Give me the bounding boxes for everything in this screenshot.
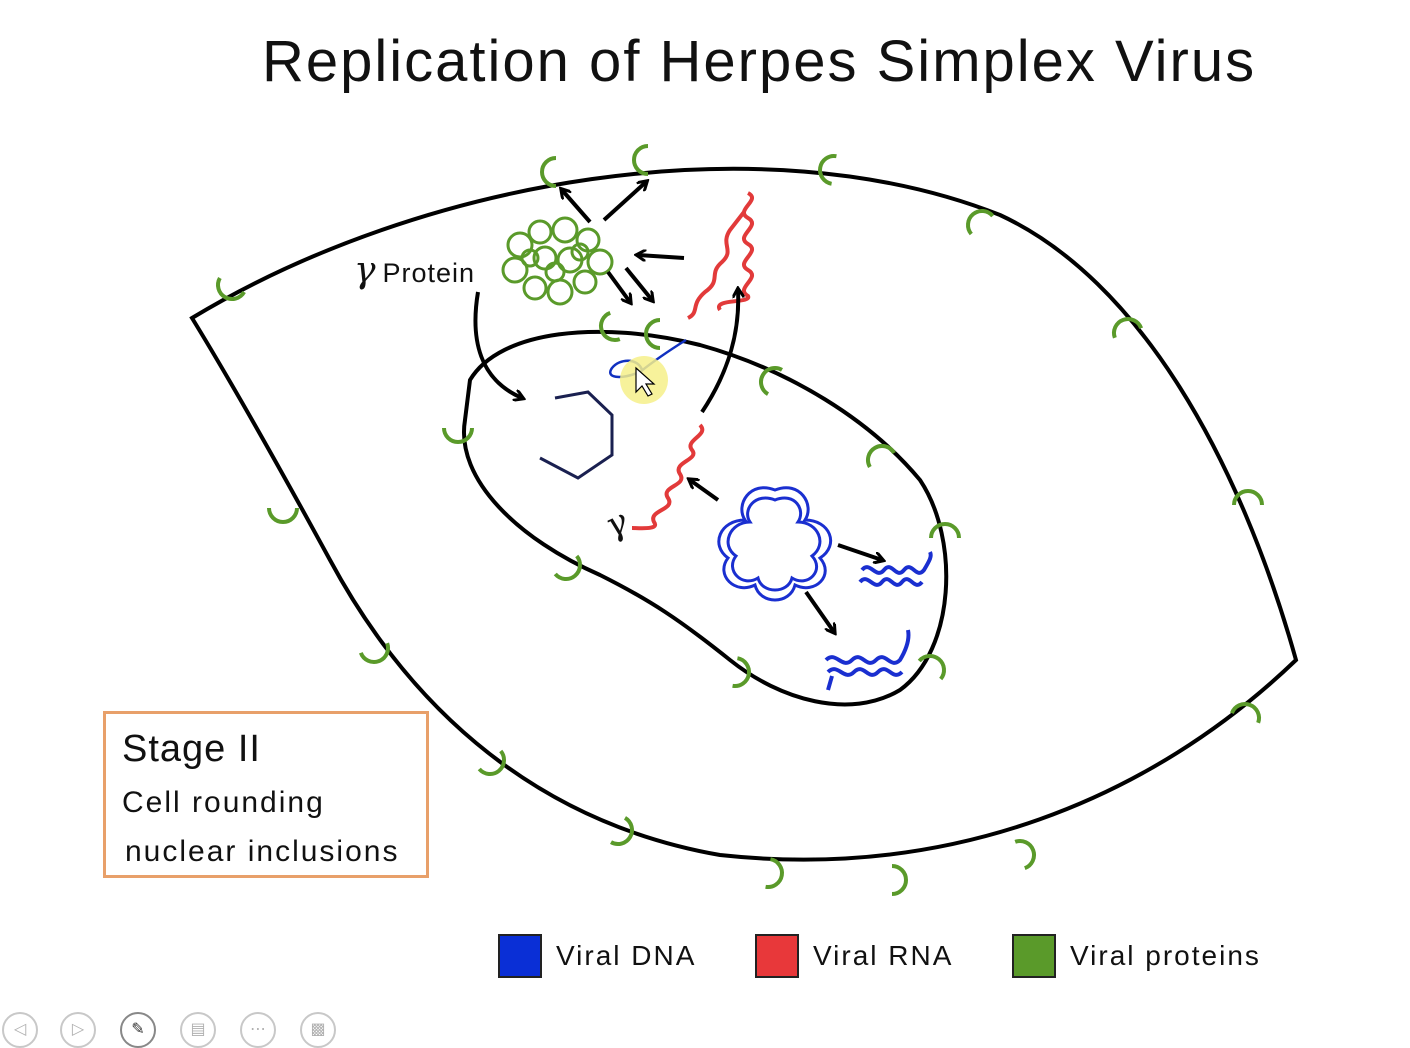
more-icon[interactable]: ⋯ [240,1012,276,1048]
stage-box: Stage II Cell rounding nuclear inclusion… [103,711,429,878]
pathway-arrows [473,182,882,632]
slides-icon[interactable]: ▤ [180,1012,216,1048]
protein-bump [866,444,896,468]
protein-bump [540,156,557,188]
protein-bump [765,857,784,889]
slideshow-controls: ◁ ▷ ✎ ▤ ⋯ ▩ [0,1010,360,1048]
legend-swatch-dna [498,934,542,978]
protein-bump [891,864,908,896]
protein-bump [929,522,961,539]
next-icon[interactable]: ▷ [60,1012,96,1048]
stage-heading: Stage II [122,728,261,770]
legend-swatch-rna [755,934,799,978]
stage-line-1: Cell rounding [122,786,325,819]
protein-bump [1014,839,1036,871]
pen-icon[interactable]: ✎ [120,1012,156,1048]
protein-bump [1112,317,1144,339]
presenter-view-icon[interactable]: ▩ [300,1012,336,1048]
cell-membrane [189,166,1299,862]
protein-bump [759,366,783,396]
protein-cluster [501,216,614,306]
protein-bump [477,749,506,776]
protein-bump [818,154,837,186]
gamma-symbol: γ [354,250,377,291]
protein-label-text: Protein [382,258,476,288]
stage-line-2: nuclear inclusions [125,835,400,868]
protein-bump [732,656,751,688]
rna-strand-cytoplasm [686,191,754,320]
rna-strand-nucleus [631,423,705,531]
protein-bump [553,554,582,581]
protein-bump [917,654,946,681]
slide-title: Replication of Herpes Simplex Virus [262,29,1257,94]
capsid-hexagon [539,390,614,480]
nucleus-membrane [461,329,949,707]
legend-label-rna: Viral RNA [813,940,954,971]
pen-annotation [609,338,687,379]
legend-label-proteins: Viral proteins [1070,940,1261,971]
laser-pointer-icon [620,356,668,404]
protein-bump [610,816,634,846]
protein-bump [966,209,995,236]
legend-label-dna: Viral DNA [556,940,697,971]
protein-bump [599,310,621,342]
protein-bump [1229,702,1261,724]
protein-bump [1232,489,1264,506]
protein-bump [267,507,299,524]
protein-bump [632,144,649,176]
viral-dna-circle [717,486,833,602]
protein-bump [644,318,661,350]
previous-icon[interactable]: ◁ [2,1012,38,1048]
viral-protein-bumps [216,144,1264,896]
legend-swatch-proteins [1012,934,1056,978]
dna-strand-lower [824,629,911,691]
protein-bump [358,642,390,664]
protein-bump [442,427,474,444]
protein-bump [216,277,246,301]
dna-strand-right [858,551,933,587]
